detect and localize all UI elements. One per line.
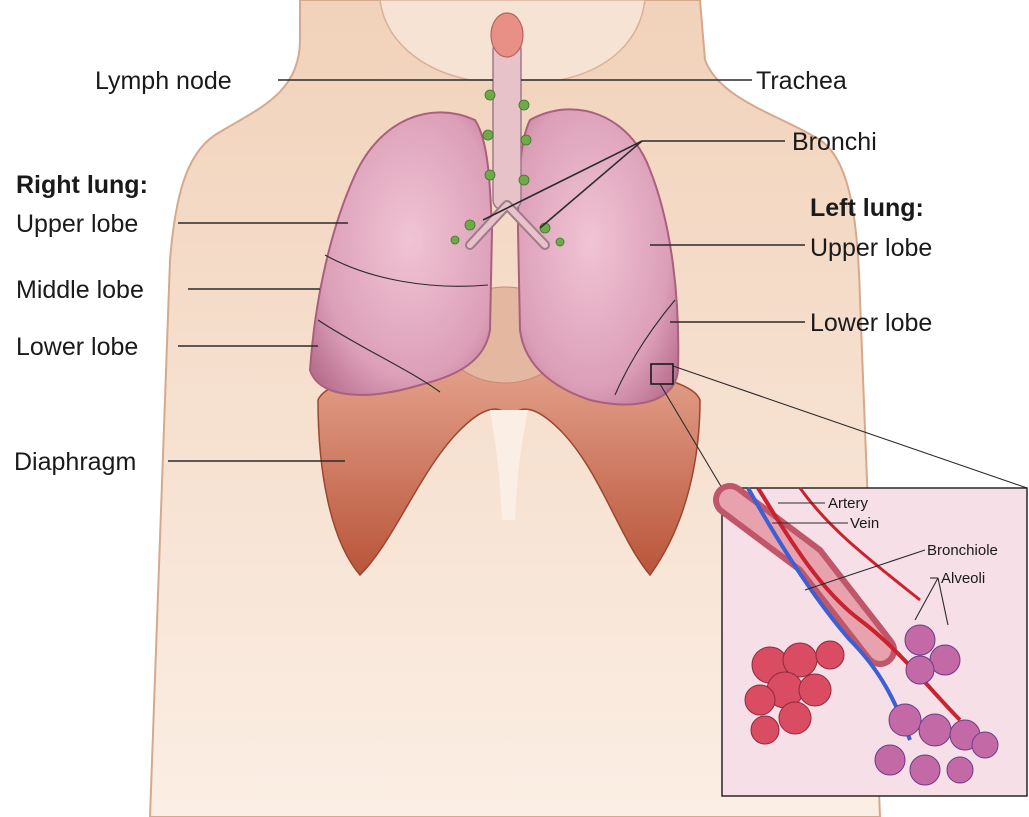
label-trachea: Trachea [756,67,847,95]
label-alveoli: Alveoli [941,570,985,587]
heading-right-lung: Right lung: [16,171,148,199]
label-bronchiole: Bronchiole [927,542,998,559]
label-right-middle-lobe: Middle lobe [16,276,144,304]
label-vein: Vein [850,515,879,532]
label-lymph-node: Lymph node [95,67,232,95]
label-bronchi: Bronchi [792,128,877,156]
label-right-upper-lobe: Upper lobe [16,210,138,238]
label-diaphragm: Diaphragm [14,448,136,476]
label-left-upper-lobe: Upper lobe [810,234,932,262]
label-artery: Artery [828,495,869,512]
alveoli-inset [722,488,1027,796]
label-left-lower-lobe: Lower lobe [810,309,932,337]
label-right-lower-lobe: Lower lobe [16,333,138,361]
heading-left-lung: Left lung: [810,194,924,222]
